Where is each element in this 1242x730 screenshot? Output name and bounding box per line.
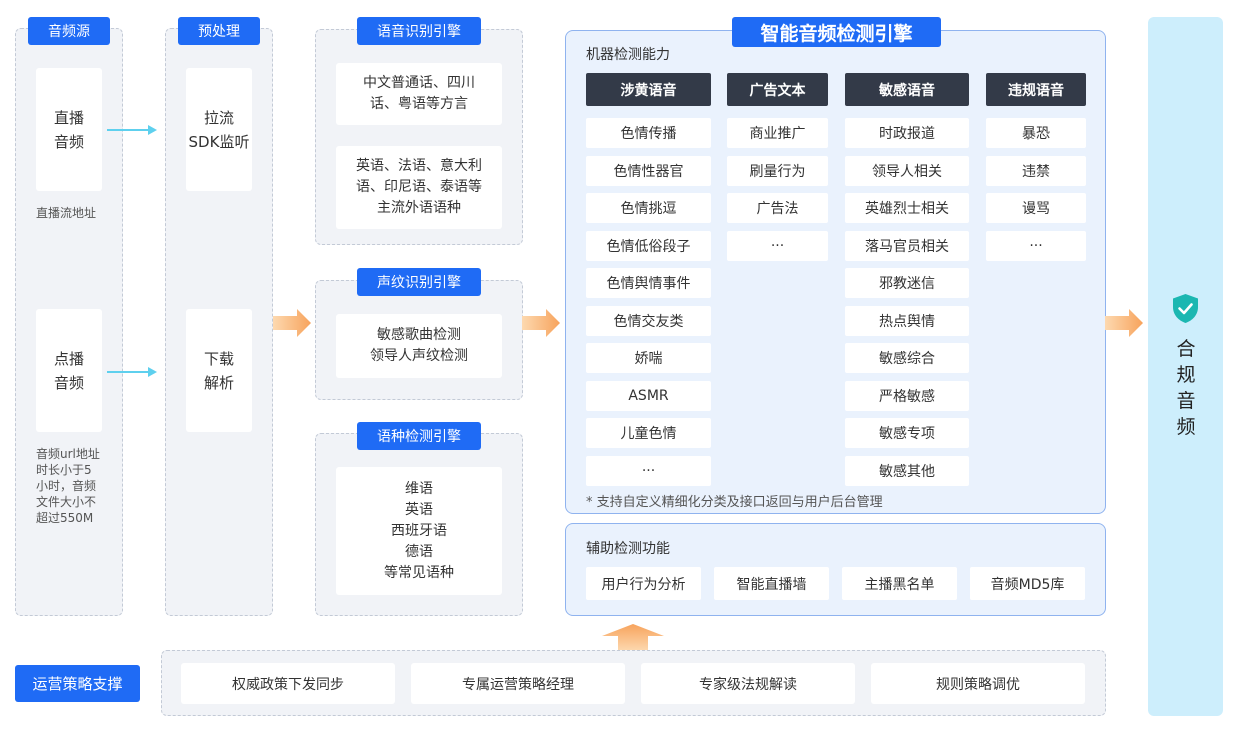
aux-detection-label: 辅助检测功能 xyxy=(586,541,670,557)
vod-audio-card: 点播 音频 xyxy=(36,309,102,432)
category-item: 娇喘 xyxy=(586,343,711,373)
category-item: 刷量行为 xyxy=(727,155,828,186)
category-item: 色情性器官 xyxy=(586,155,711,186)
operations-title: 运营策略支撑 xyxy=(15,665,140,702)
shield-check-icon xyxy=(1173,294,1198,323)
live-arrow-line xyxy=(107,129,149,131)
category-header: 广告文本 xyxy=(727,73,828,106)
machine-detection-label: 机器检测能力 xyxy=(586,47,670,63)
orange-arrow-icon xyxy=(273,309,311,337)
category-item: 时政报道 xyxy=(845,118,969,148)
orange-arrow-icon xyxy=(522,309,560,337)
category-item: 色情挑逗 xyxy=(586,193,711,223)
category-item: ··· xyxy=(986,230,1086,261)
category-header: 违规语音 xyxy=(986,73,1086,106)
live-arrow-head xyxy=(148,125,157,135)
operations-item: 规则策略调优 xyxy=(871,663,1085,704)
category-item: 商业推广 xyxy=(727,118,828,148)
asr-engine-title: 语音识别引擎 xyxy=(357,17,481,45)
vod-arrow-line xyxy=(107,371,149,373)
aux-item: 音频MD5库 xyxy=(970,567,1085,600)
preprocess-column-title: 预处理 xyxy=(178,17,260,45)
category-item: 色情舆情事件 xyxy=(586,268,711,298)
category-item: 谩骂 xyxy=(986,193,1086,223)
live-audio-card: 直播 音频 xyxy=(36,68,102,191)
compliant-audio-label: 合 规 音 频 xyxy=(1176,338,1196,438)
category-item: 热点舆情 xyxy=(845,305,969,336)
engine-title: 智能音频检测引擎 xyxy=(732,17,941,47)
vod-arrow-head xyxy=(148,367,157,377)
category-item: 严格敏感 xyxy=(845,380,969,411)
category-item: 敏感其他 xyxy=(845,455,969,486)
category-item: 领导人相关 xyxy=(845,155,969,186)
compliant-audio-bar xyxy=(1148,17,1223,716)
category-item: 暴恐 xyxy=(986,118,1086,148)
aux-item: 主播黑名单 xyxy=(842,567,957,600)
category-header: 涉黄语音 xyxy=(586,73,711,106)
category-item: 色情交友类 xyxy=(586,305,711,336)
category-item: 英雄烈士相关 xyxy=(845,193,969,223)
language-card: 维语 英语 西班牙语 德语 等常见语种 xyxy=(336,467,502,595)
category-item: ASMR xyxy=(586,380,711,411)
operations-item: 专属运营策略经理 xyxy=(411,663,625,704)
operations-item: 专家级法规解读 xyxy=(641,663,855,704)
category-item: 儿童色情 xyxy=(586,418,711,448)
category-item: 广告法 xyxy=(727,193,828,223)
category-item: 落马官员相关 xyxy=(845,230,969,261)
voiceprint-engine-title: 声纹识别引擎 xyxy=(357,268,481,296)
category-item: ··· xyxy=(586,455,711,486)
category-item: 敏感综合 xyxy=(845,343,969,373)
category-item: 色情低俗段子 xyxy=(586,230,711,261)
category-item: 敏感专项 xyxy=(845,418,969,448)
aux-item: 智能直播墙 xyxy=(714,567,829,600)
category-item: 色情传播 xyxy=(586,118,711,148)
asr-dialect-card: 中文普通话、四川 话、粤语等方言 xyxy=(336,63,502,125)
category-item: ··· xyxy=(727,230,828,261)
aux-item: 用户行为分析 xyxy=(586,567,701,600)
operations-item: 权威政策下发同步 xyxy=(181,663,395,704)
live-stream-note: 直播流地址 xyxy=(36,206,97,220)
language-engine-title: 语种检测引擎 xyxy=(357,422,481,450)
category-header: 敏感语音 xyxy=(845,73,969,106)
engine-footnote: * 支持自定义精细化分类及接口返回与用户后台管理 xyxy=(586,495,883,510)
category-item: 违禁 xyxy=(986,155,1086,186)
asr-foreign-card: 英语、法语、意大利 语、印尼语、泰语等 主流外语语种 xyxy=(336,146,502,229)
up-arrow-icon xyxy=(602,624,664,651)
category-item: 邪教迷信 xyxy=(845,268,969,298)
pull-stream-card: 拉流 SDK监听 xyxy=(186,68,252,191)
download-parse-card: 下载 解析 xyxy=(186,309,252,432)
source-column-title: 音频源 xyxy=(28,17,110,45)
orange-arrow-icon xyxy=(1105,309,1143,337)
voiceprint-card: 敏感歌曲检测 领导人声纹检测 xyxy=(336,314,502,378)
vod-url-note: 音频url地址 时长小于5 小时，音频 文件大小不 超过550M xyxy=(36,447,100,525)
